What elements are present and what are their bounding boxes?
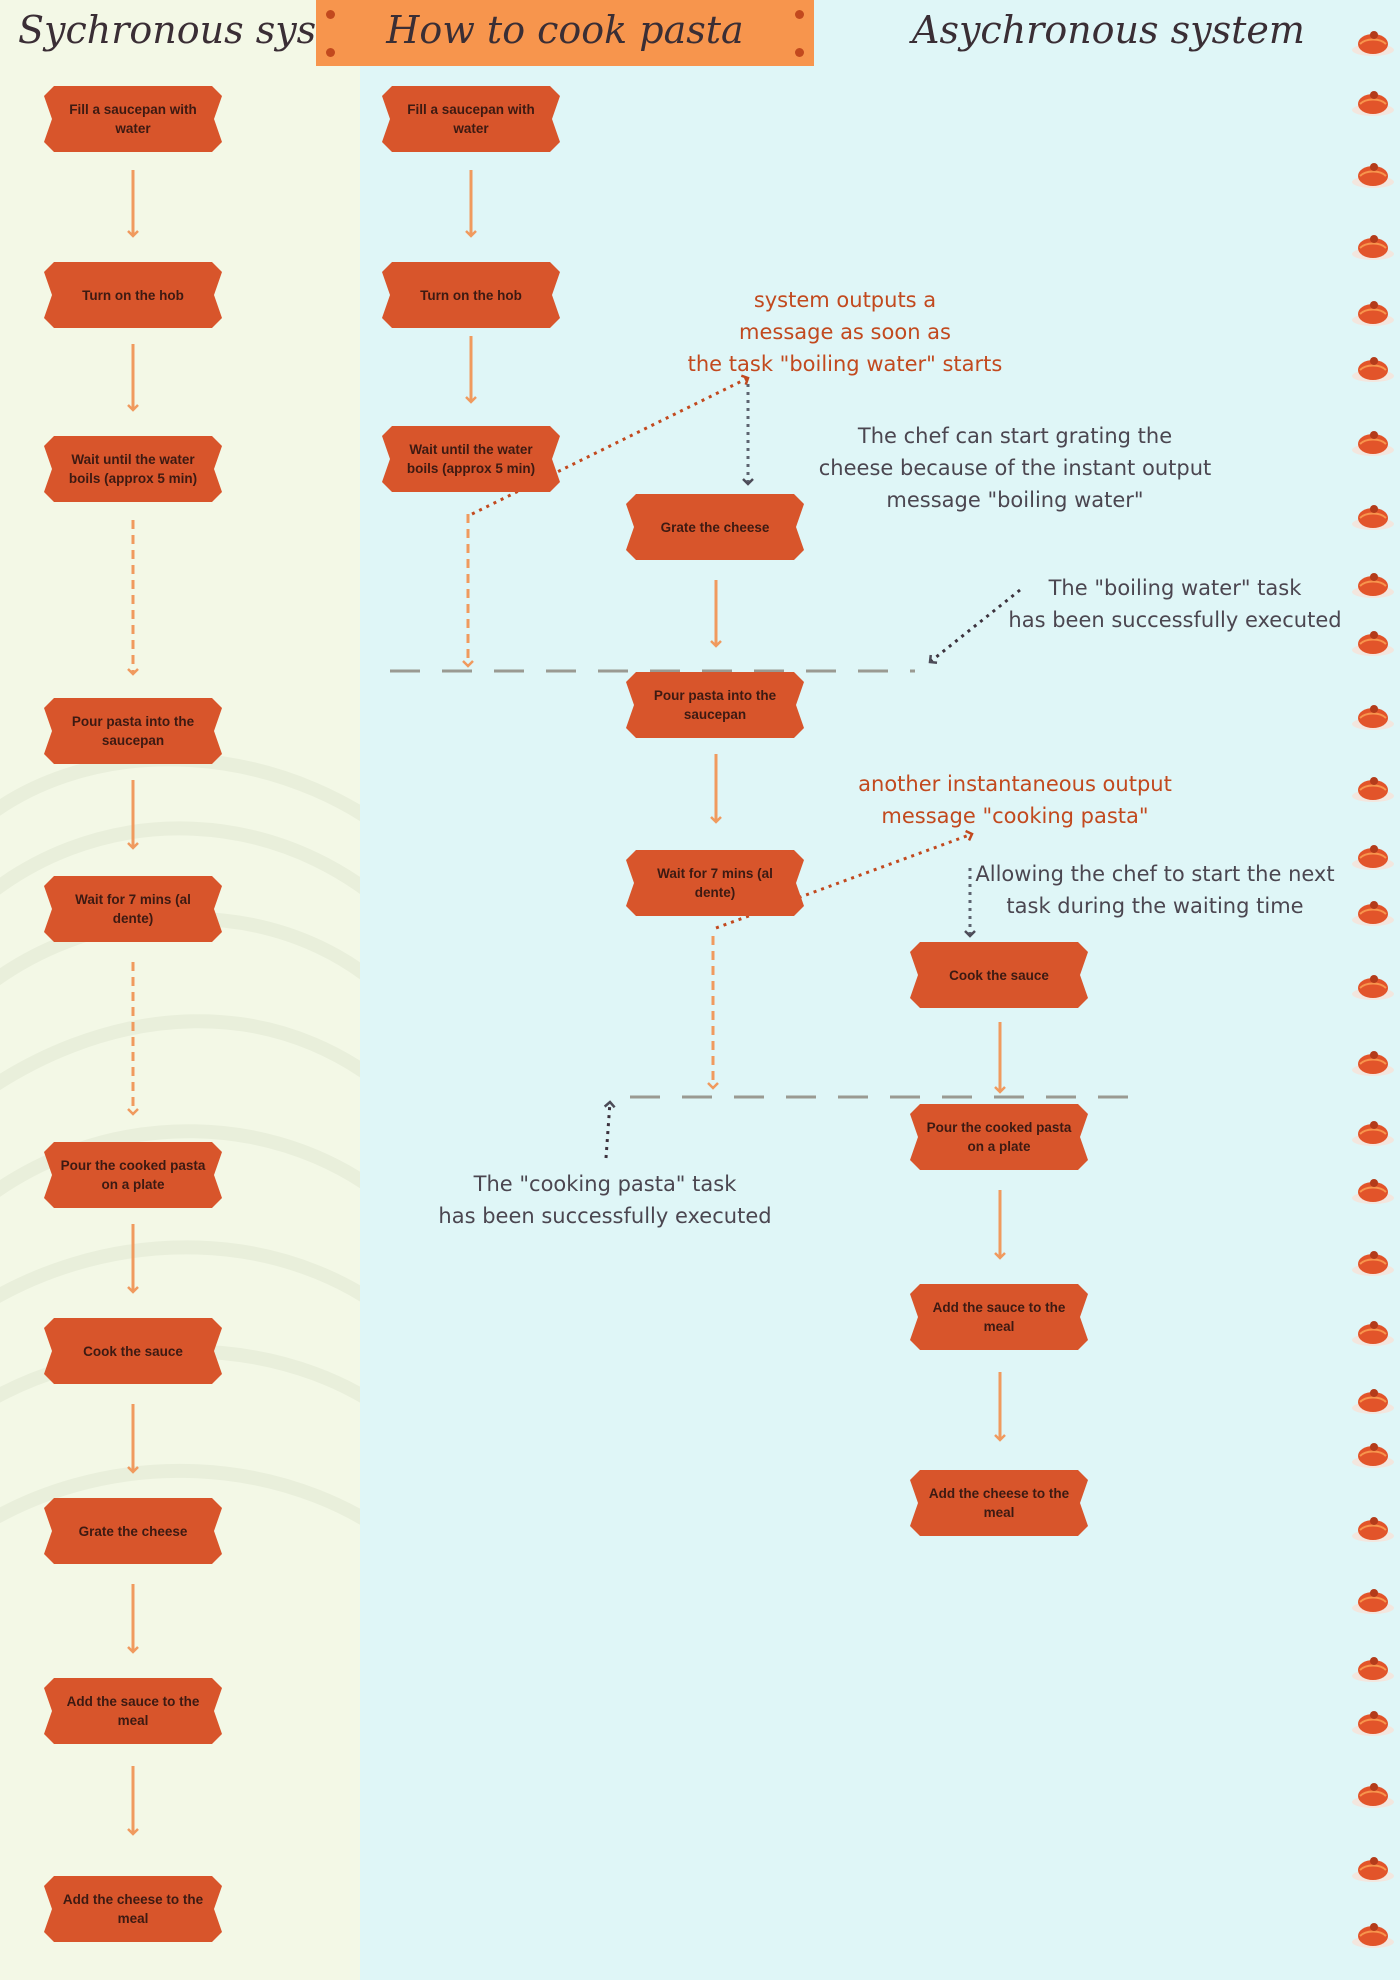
synchronous-panel [0,0,360,1980]
boiling-done-pointer [928,588,1021,665]
banner-rivet-icon [326,10,335,19]
sync-step: Pour the cooked pasta on a plate [44,1142,222,1208]
pasta-plate-icon [1352,31,1394,56]
pasta-plate-icon [1352,845,1394,870]
async-step: Turn on the hob [382,262,560,328]
pasta-plate-icon [1352,705,1394,730]
sync-step: Pour pasta into the saucepan [44,698,222,764]
banner-rivet-icon [795,48,804,57]
pasta-plate-icon [1352,301,1394,326]
banner-rivet-icon [326,48,335,57]
sync-step: Turn on the hob [44,262,222,328]
pasta-plate-icon [1352,1443,1394,1468]
sync-step: Add the sauce to the meal [44,1678,222,1744]
async-step: Wait until the water boils (approx 5 min… [382,426,560,492]
pasta-plate-icon [1352,1589,1394,1614]
pasta-plate-icon [1352,91,1394,116]
page-title: How to cook pasta [386,8,744,52]
pasta-plate-icon [1352,631,1394,656]
pasta-plate-icon [1352,505,1394,530]
boiling-done-note: The "boiling water" task has been succes… [1008,576,1342,632]
async-step: Fill a saucepan with water [382,86,560,152]
cooking-output-note: another instantaneous output message "co… [858,772,1172,828]
sync-step: Wait for 7 mins (al dente) [44,876,222,942]
pasta-plate-icon [1352,431,1394,456]
pasta-plate-icon [1352,901,1394,926]
pasta-plate-icon [1352,1321,1394,1346]
pasta-plate-icon [1352,1251,1394,1276]
pasta-icon-strip [1350,0,1400,1980]
pasta-plate-icon [1352,357,1394,382]
sync-step: Cook the sauce [44,1318,222,1384]
pasta-plate-icon [1352,1783,1394,1808]
pasta-swirl-decoration [0,752,360,1525]
boiling-output-arrow [471,374,750,516]
async-step: Add the cheese to the meal [910,1470,1088,1536]
pasta-plate-icon [1352,777,1394,802]
cooking-output-arrow [715,829,974,930]
async-heading: Asychronous system [912,8,1305,52]
sync-step: Fill a saucepan with water [44,86,222,152]
pasta-plate-icon [1352,1857,1394,1882]
async-step: Pour the cooked pasta on a plate [910,1104,1088,1170]
pasta-plate-icon [1352,1517,1394,1542]
cooking-done-pointer [603,1100,616,1159]
pasta-plate-icon [1352,1051,1394,1076]
sync-step: Wait until the water boils (approx 5 min… [44,436,222,502]
banner-rivet-icon [795,10,804,19]
pasta-plate-icon [1352,1657,1394,1682]
async-step: Wait for 7 mins (al dente) [626,850,804,916]
sync-step: Grate the cheese [44,1498,222,1564]
pasta-plate-icon [1352,1389,1394,1414]
pasta-plate-icon [1352,1179,1394,1204]
async-arrows [462,170,1006,1442]
pasta-plate-icon [1352,235,1394,260]
chef-grating-note: The chef can start grating the cheese be… [818,424,1212,512]
boiling-output-note: system outputs a message as soon as the … [687,288,1003,376]
async-step: Cook the sauce [910,942,1088,1008]
async-step: Add the sauce to the meal [910,1284,1088,1350]
pasta-plate-icon [1352,1923,1394,1948]
async-step: Grate the cheese [626,494,804,560]
sync-step: Add the cheese to the meal [44,1876,222,1942]
pasta-plate-icon [1352,163,1394,188]
cooking-done-note: The "cooking pasta" task has been succes… [438,1172,772,1228]
pasta-plate-icon [1352,1121,1394,1146]
title-banner: How to cook pasta [316,0,814,66]
pasta-plate-icon [1352,975,1394,1000]
async-step: Pour pasta into the saucepan [626,672,804,738]
pasta-plate-icon [1352,573,1394,598]
pasta-plate-icon [1352,1711,1394,1736]
chef-next-task-note: Allowing the chef to start the next task… [975,862,1335,918]
